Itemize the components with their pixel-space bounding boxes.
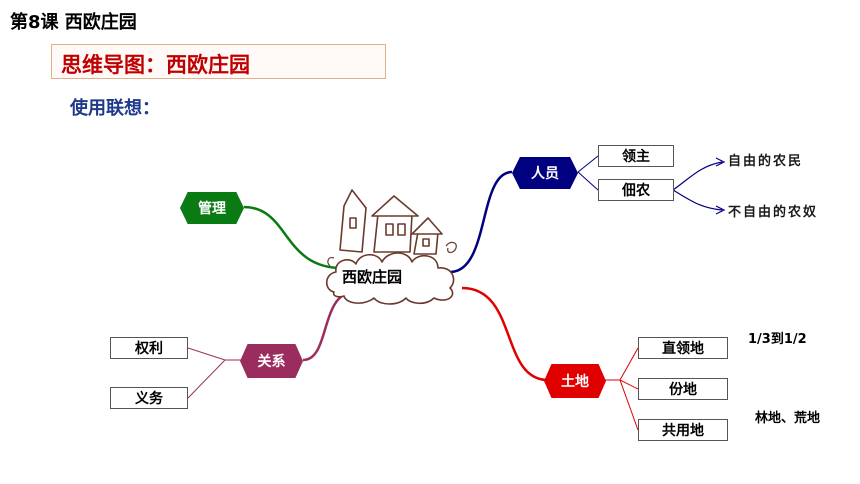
topic-title-box: 思维导图：西欧庄园 (51, 44, 386, 79)
leaf-common-land[interactable]: 共用地 (638, 419, 728, 441)
tenant-type-serf: 不自由的农奴 (728, 205, 819, 220)
leaf-allotment[interactable]: 份地 (638, 378, 728, 400)
leaf-rights[interactable]: 权利 (110, 337, 188, 359)
topic-title: 思维导图：西欧庄园 (61, 53, 250, 77)
leaf-lord[interactable]: 领主 (598, 145, 674, 167)
castle-illustration (325, 189, 457, 305)
center-node-label: 西欧庄园 (342, 268, 403, 286)
branch-land[interactable]: 土地 (544, 364, 606, 398)
note-demesne-share: 1/3到1/2 (748, 332, 807, 347)
branch-relations[interactable]: 关系 (240, 344, 303, 378)
leaf-tenant[interactable]: 佃农 (598, 179, 674, 201)
branch-people[interactable]: 人员 (512, 157, 578, 189)
method-label: 使用联想： (70, 98, 160, 119)
branch-management[interactable]: 管理 (180, 192, 244, 224)
note-common-land-types: 林地、荒地 (755, 411, 821, 426)
leaf-demesne[interactable]: 直领地 (638, 337, 728, 359)
leaf-duties[interactable]: 义务 (110, 387, 188, 409)
tenant-type-free: 自由的农民 (728, 154, 804, 169)
lesson-title: 第8课 西欧庄园 (10, 12, 137, 33)
